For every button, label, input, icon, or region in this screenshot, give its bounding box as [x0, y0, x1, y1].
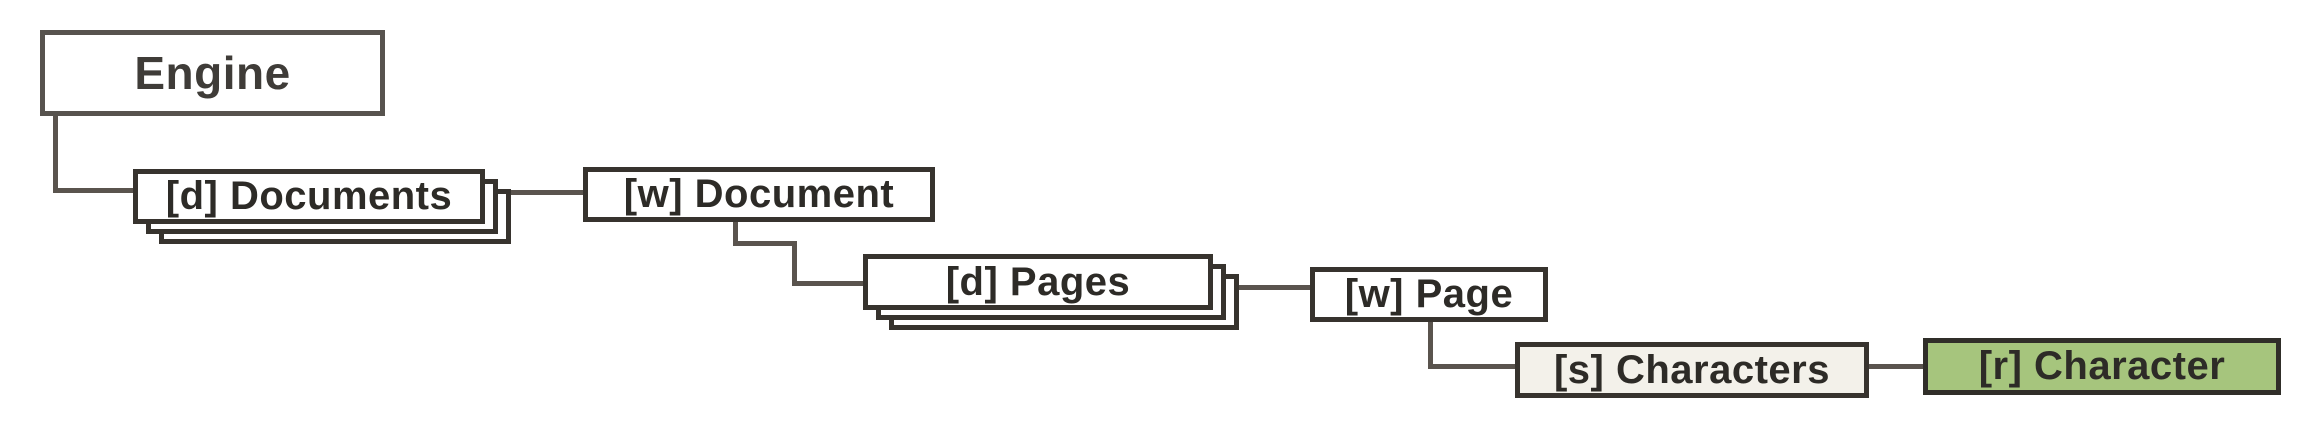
- node-page[interactable]: [w] Page: [1310, 267, 1548, 322]
- node-documents-label: [d] Documents: [165, 174, 453, 218]
- node-document-label: [w] Document: [623, 172, 895, 216]
- connector-page-characters-horizontal: [1428, 364, 1521, 369]
- node-page-label: [w] Page: [1344, 272, 1514, 316]
- node-characters[interactable]: [s] Characters: [1515, 342, 1869, 398]
- connector-document-pages-horizontal-1: [733, 241, 797, 246]
- connector-documents-document: [505, 190, 588, 195]
- connector-engine-documents-horizontal: [53, 188, 139, 193]
- node-document[interactable]: [w] Document: [583, 167, 935, 222]
- node-documents[interactable]: [d] Documents: [133, 169, 485, 224]
- node-character-label: [r] Character: [1978, 344, 2226, 388]
- connector-document-pages-vertical-1: [733, 220, 738, 246]
- node-pages[interactable]: [d] Pages: [863, 254, 1213, 310]
- node-pages-label: [d] Pages: [945, 259, 1131, 304]
- connector-page-characters-vertical: [1428, 318, 1433, 369]
- connector-pages-page: [1236, 285, 1314, 290]
- connector-document-pages-horizontal-2: [792, 281, 869, 286]
- node-characters-label: [s] Characters: [1553, 347, 1830, 392]
- connector-engine-documents-vertical: [53, 113, 58, 192]
- node-engine-label: Engine: [134, 47, 291, 99]
- node-engine[interactable]: Engine: [40, 30, 385, 116]
- connector-document-pages-vertical-2: [792, 241, 797, 286]
- node-character[interactable]: [r] Character: [1923, 338, 2281, 395]
- connector-characters-character: [1864, 364, 1928, 369]
